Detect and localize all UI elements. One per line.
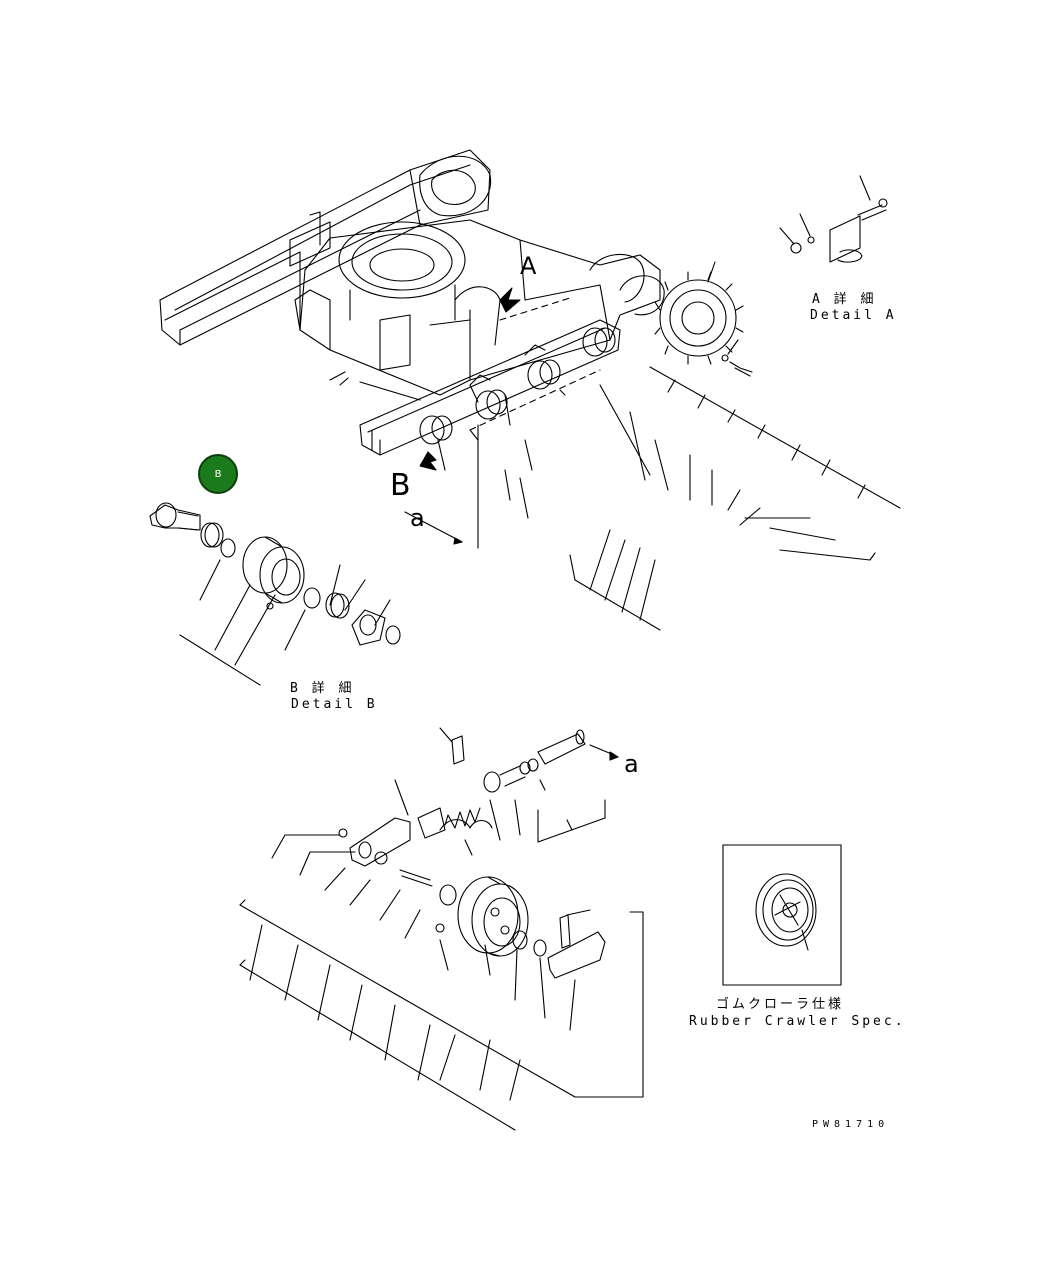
callout-a-idler: a <box>624 750 639 778</box>
detail-a-title-jp: A 詳 細 <box>812 292 877 307</box>
rubber-spec-box <box>722 844 842 986</box>
drawing-code: PW81710 <box>812 1119 890 1130</box>
hotspot-label: B <box>214 468 222 480</box>
track-frame <box>159 149 665 471</box>
detail-b-hotspot-button[interactable]: B <box>198 454 238 494</box>
idler-assembly <box>338 729 842 986</box>
rubber-spec-en: Rubber Crawler Spec. <box>689 1014 906 1029</box>
callout-a: A <box>520 252 537 280</box>
detail-a-title-en: Detail A <box>810 308 897 323</box>
rubber-spec-jp: ゴムクローラ仕様 <box>716 997 845 1012</box>
callout-a-lower: a <box>410 504 425 532</box>
frame-rollers <box>419 327 616 445</box>
leader-lines <box>179 175 901 1131</box>
detail-b-roller <box>149 502 401 646</box>
detail-b-title-en: Detail B <box>291 697 378 712</box>
detail-b-title-jp: B 詳 細 <box>290 681 355 696</box>
detail-a-sprocket <box>654 198 888 373</box>
callout-b: B <box>390 468 411 503</box>
